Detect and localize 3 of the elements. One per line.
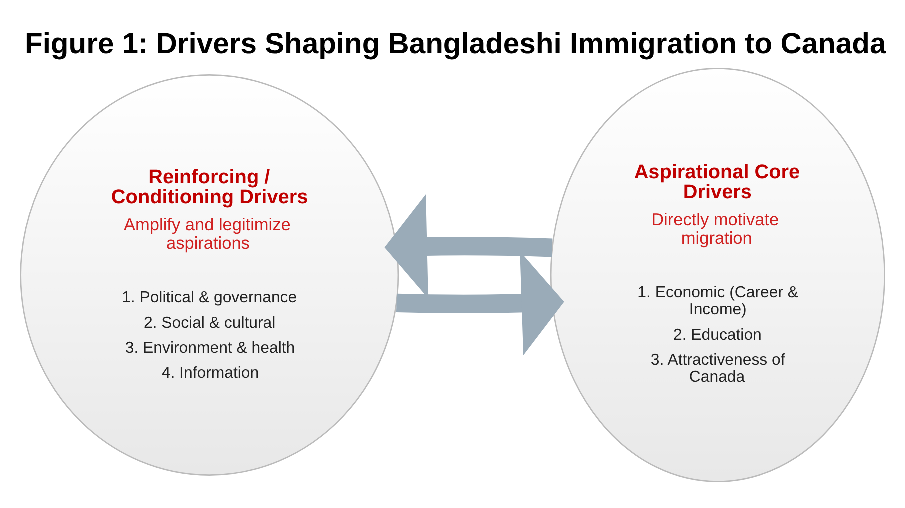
node-ellipse: Aspirational Core Drivers Directly motivate migration 1. Economic (Career & Income) 2. Education 3. Attractiveness of Canada — [550, 68, 885, 482]
node-circle: Reinforcing / Conditioning Drivers Amplify and legitimize aspirations 1. Political & governance 2. Social & cultural 3. Environment & health 4. Information — [20, 74, 399, 476]
diagram-title: Figure 1: Drivers Shaping Bangladeshi Immigration to Canada — [24, 28, 886, 61]
